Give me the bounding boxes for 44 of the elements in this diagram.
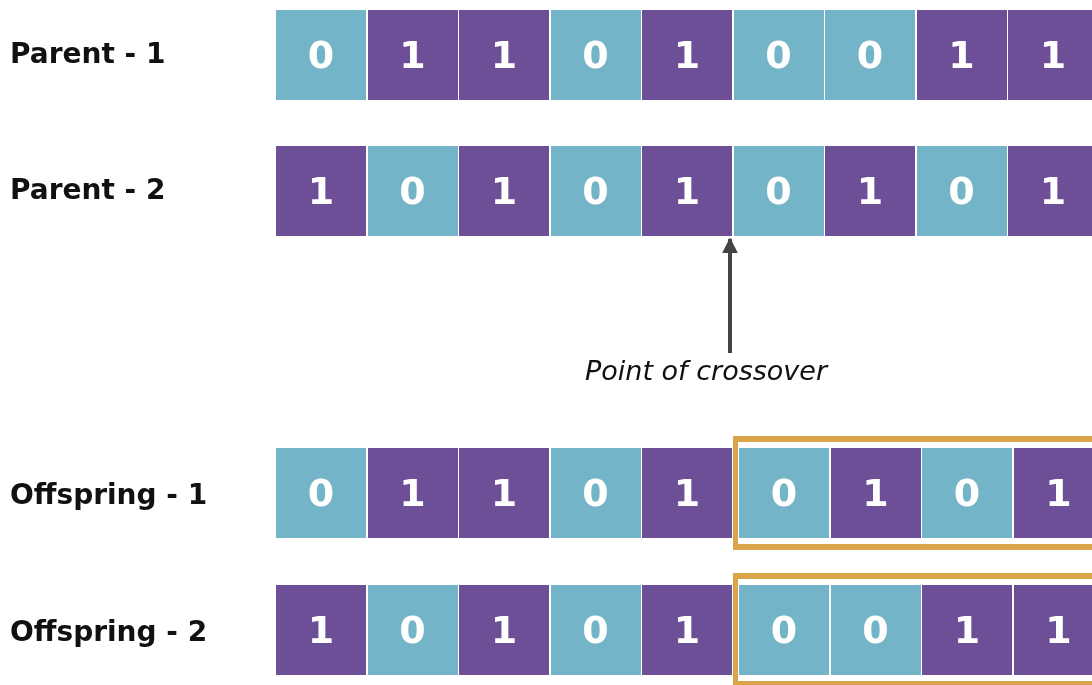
bit-cell: 0: [733, 10, 824, 100]
bit-cell: 1: [367, 448, 458, 538]
bit-cell: 1: [825, 146, 915, 236]
bit-cell: 0: [276, 448, 366, 538]
bit-cell: 0: [550, 448, 641, 538]
row-label: Parent - 1: [10, 37, 166, 70]
bit-cell: 1: [916, 10, 1007, 100]
bit-cell: 0: [276, 10, 366, 100]
row-label: Offspring - 2: [10, 615, 208, 648]
bit-cell: 1: [830, 448, 921, 538]
bit-cell: 1: [642, 146, 732, 236]
bit-cell: 1: [642, 10, 732, 100]
bit-cell: 0: [733, 146, 824, 236]
bit-cell: 0: [550, 585, 641, 675]
bit-cell: 1: [1013, 448, 1092, 538]
bit-cell: 1: [1008, 10, 1092, 100]
bit-cell: 1: [276, 146, 366, 236]
annotation-label: Point of crossover: [585, 355, 875, 393]
bit-cell: 0: [367, 146, 458, 236]
bit-cell: 0: [739, 585, 829, 675]
bit-cell: 1: [642, 585, 732, 675]
bit-cell: 0: [922, 448, 1012, 538]
highlight-frame: [733, 436, 1092, 550]
bit-cell: 1: [922, 585, 1012, 675]
arrow: [722, 237, 738, 353]
bit-cell: 0: [550, 146, 641, 236]
row-label: Parent - 2: [10, 173, 166, 206]
bit-cell: 1: [459, 146, 549, 236]
bit-cell: 0: [367, 585, 458, 675]
bit-cell: 1: [459, 10, 549, 100]
bit-cell: 1: [276, 585, 366, 675]
row-label: Offspring - 1: [10, 478, 208, 511]
bit-cell: 0: [825, 10, 915, 100]
bit-cell: 1: [1013, 585, 1092, 675]
bit-cell: 1: [1008, 146, 1092, 236]
bit-cell: 0: [916, 146, 1007, 236]
bit-cell: 0: [830, 585, 921, 675]
bit-cell: 0: [550, 10, 641, 100]
bit-cell: 0: [739, 448, 829, 538]
bit-cell: 1: [642, 448, 732, 538]
bit-cell: 1: [367, 10, 458, 100]
bit-cell: 1: [459, 448, 549, 538]
highlight-frame: [733, 573, 1092, 685]
bit-cell: 1: [459, 585, 549, 675]
